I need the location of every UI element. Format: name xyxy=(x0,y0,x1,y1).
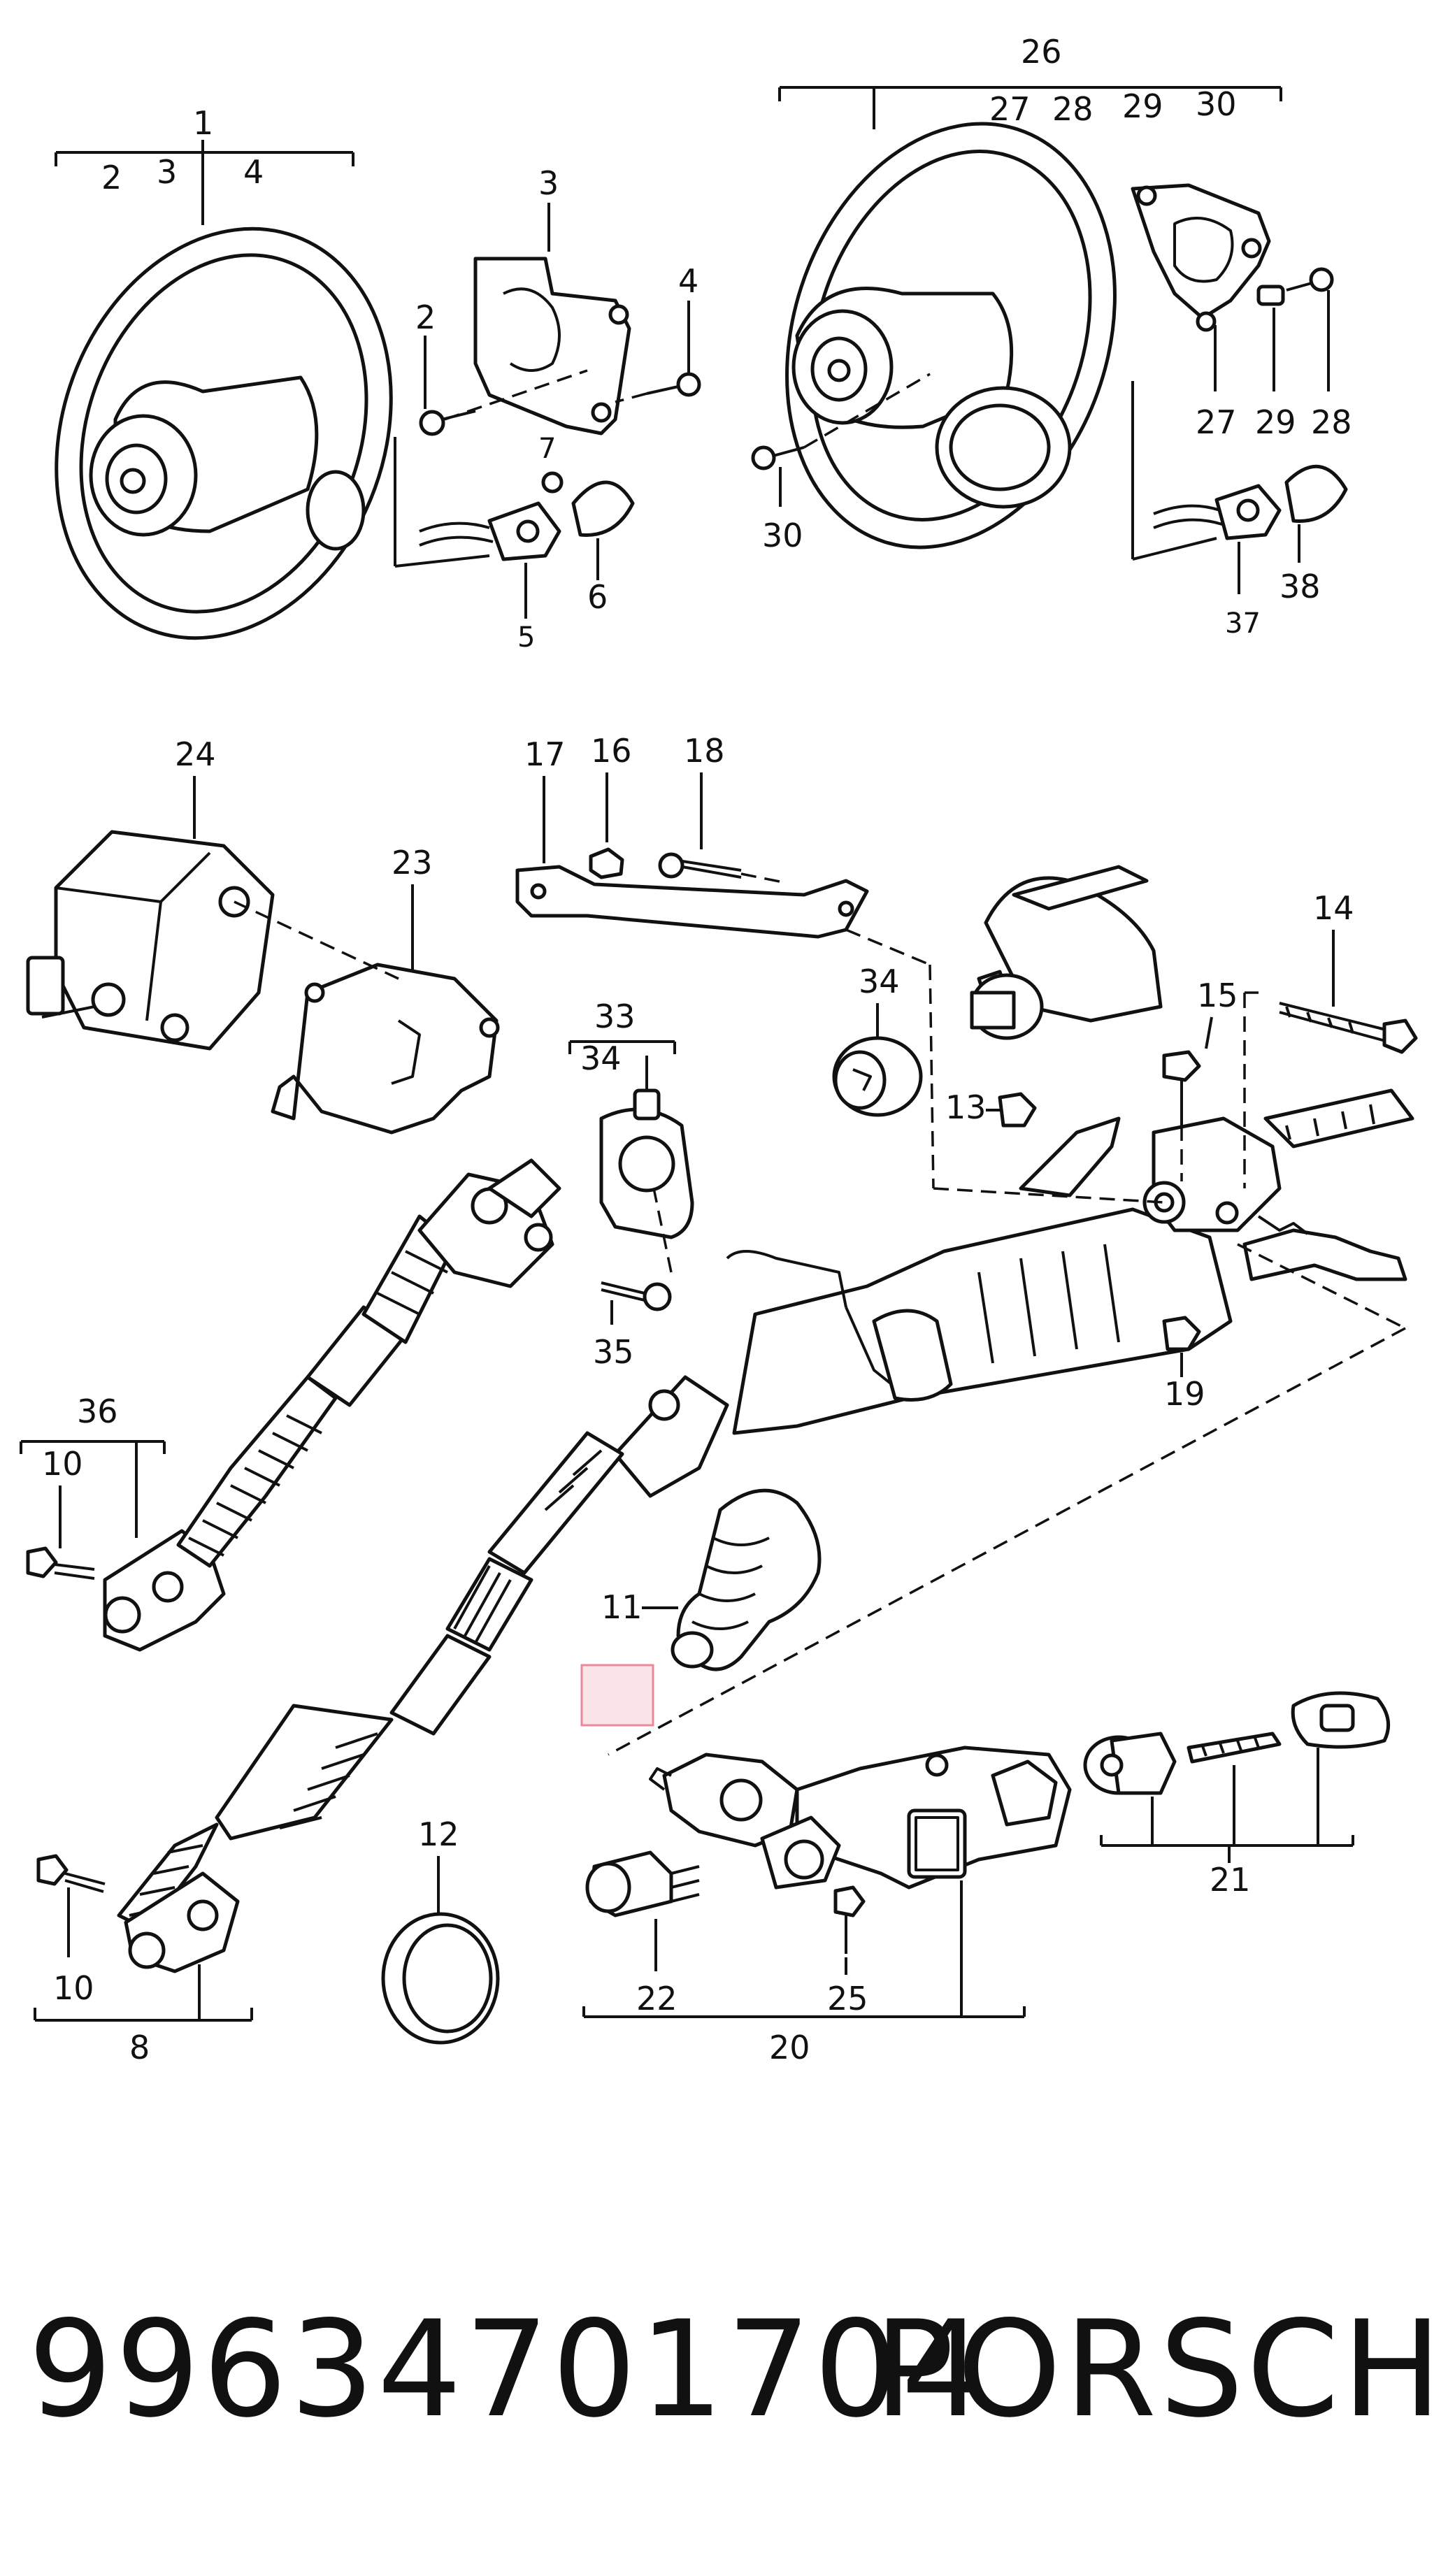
pin-leader-20 xyxy=(649,1767,672,1791)
callout-28: 28 xyxy=(1311,403,1352,441)
callout-18: 18 xyxy=(684,732,725,770)
footer-part-number: 99634701704 xyxy=(28,2292,989,2447)
dashed-leaders-column xyxy=(608,928,1406,1756)
ignition-lock-housing-20 xyxy=(662,1746,1072,1890)
steering-column-housing xyxy=(726,865,1414,1435)
bolt-10-lower xyxy=(36,1854,106,1893)
callout-1: 1 xyxy=(193,104,213,142)
callout-3: 3 xyxy=(538,164,559,202)
lower-steering-shaft-8 xyxy=(117,1375,729,1973)
callout-8: 8 xyxy=(129,2029,150,2066)
key-head-21 xyxy=(1291,1691,1391,1749)
callout-29: 29 xyxy=(1255,403,1296,441)
callout-26-sub-29: 29 xyxy=(1122,87,1163,125)
callout-1-sub-3: 3 xyxy=(157,153,177,191)
footer-brand: PORSCHE xyxy=(874,2292,1448,2447)
callout-36: 36 xyxy=(77,1393,118,1430)
cap-12 xyxy=(381,1912,500,2045)
callout-26-bracket xyxy=(778,86,1282,129)
callout-36-bracket xyxy=(20,1440,166,1538)
callout-20-bracket xyxy=(582,1880,1026,2018)
bracket-23 xyxy=(271,963,500,1135)
bolt-14 xyxy=(1279,1002,1418,1054)
callout-24: 24 xyxy=(175,735,216,773)
callout-7: 7 xyxy=(538,433,556,465)
callout-2: 2 xyxy=(415,298,436,336)
callout-16: 16 xyxy=(591,732,632,770)
bushing-34 xyxy=(832,1036,923,1117)
airbag-bracket-3 xyxy=(473,257,631,436)
screw-35 xyxy=(601,1281,672,1311)
key-blade-21 xyxy=(1187,1732,1282,1764)
screw-29 xyxy=(1256,285,1285,306)
callout-33-bracket xyxy=(568,1040,676,1091)
callout-35: 35 xyxy=(593,1333,634,1371)
screw-28 xyxy=(1286,267,1334,292)
callout-17: 17 xyxy=(524,735,566,773)
callout-10-lower: 10 xyxy=(53,1969,94,2007)
callout-26-sub-30: 30 xyxy=(1196,85,1237,123)
intermediate-shaft-36 xyxy=(103,1158,561,1652)
callout-26-sub-28: 28 xyxy=(1052,90,1094,128)
callout-11: 11 xyxy=(601,1588,643,1626)
callout-1-sub-2: 2 xyxy=(101,159,122,196)
callout-14: 14 xyxy=(1313,889,1354,927)
airbag-bracket-27 xyxy=(1131,183,1271,332)
callout-34: 34 xyxy=(859,963,900,1000)
connector-lines-top-left xyxy=(394,437,490,568)
callout-30: 30 xyxy=(762,517,803,554)
screw-15 xyxy=(1162,1050,1201,1125)
callout-8-bracket xyxy=(34,1964,253,2022)
callout-19: 19 xyxy=(1164,1375,1205,1413)
callout-23: 23 xyxy=(392,844,433,882)
callout-10-upper: 10 xyxy=(42,1445,83,1483)
bolt-18 xyxy=(658,852,742,879)
callout-25: 25 xyxy=(827,1980,868,2017)
callout-21: 21 xyxy=(1210,1861,1251,1899)
callout-20: 20 xyxy=(769,2029,810,2066)
screw-2 xyxy=(419,410,476,436)
sensor-ring-33 xyxy=(599,1088,694,1239)
highlighted-part-marker[interactable] xyxy=(580,1664,654,1727)
lock-cylinder-21 xyxy=(1083,1732,1177,1795)
callout-38: 38 xyxy=(1279,568,1321,605)
contact-plate-38 xyxy=(1284,464,1348,523)
screw-7 xyxy=(541,471,564,494)
screw-25 xyxy=(833,1885,866,1954)
steering-wheel-1 xyxy=(55,226,393,640)
steering-wheel-26 xyxy=(785,122,1117,549)
callout-1-sub-4: 4 xyxy=(243,153,264,191)
ignition-switch-22 xyxy=(585,1850,700,1917)
connector-lines-top-right xyxy=(1131,381,1217,561)
callout-5: 5 xyxy=(517,621,535,654)
callout-37: 37 xyxy=(1225,607,1261,640)
dust-boot-11 xyxy=(671,1488,822,1671)
callout-1-bracket xyxy=(55,140,354,225)
callout-26-sub-27: 27 xyxy=(989,90,1031,128)
callout-6: 6 xyxy=(587,578,608,616)
screw-30 xyxy=(751,445,805,470)
control-unit-24 xyxy=(26,830,275,1051)
mounting-strap-17 xyxy=(515,865,869,939)
callout-26: 26 xyxy=(1021,33,1062,71)
screw-4 xyxy=(646,372,701,397)
callout-21-bracket xyxy=(1100,1748,1354,1863)
callout-27: 27 xyxy=(1196,403,1237,441)
bolt-10-upper xyxy=(26,1546,95,1580)
contact-plate-6 xyxy=(571,480,635,537)
clock-spring-5 xyxy=(419,501,561,561)
callout-33-sub-34: 34 xyxy=(580,1039,622,1077)
callout-4: 4 xyxy=(678,262,698,300)
callout-15: 15 xyxy=(1197,977,1238,1014)
callout-33: 33 xyxy=(594,998,636,1035)
nut-19 xyxy=(1162,1316,1201,1351)
nut-16 xyxy=(589,847,624,879)
clock-spring-37 xyxy=(1153,484,1282,540)
callout-12: 12 xyxy=(418,1815,459,1853)
callout-13: 13 xyxy=(945,1088,987,1126)
callout-22: 22 xyxy=(636,1980,678,2017)
nut-13 xyxy=(998,1092,1037,1128)
